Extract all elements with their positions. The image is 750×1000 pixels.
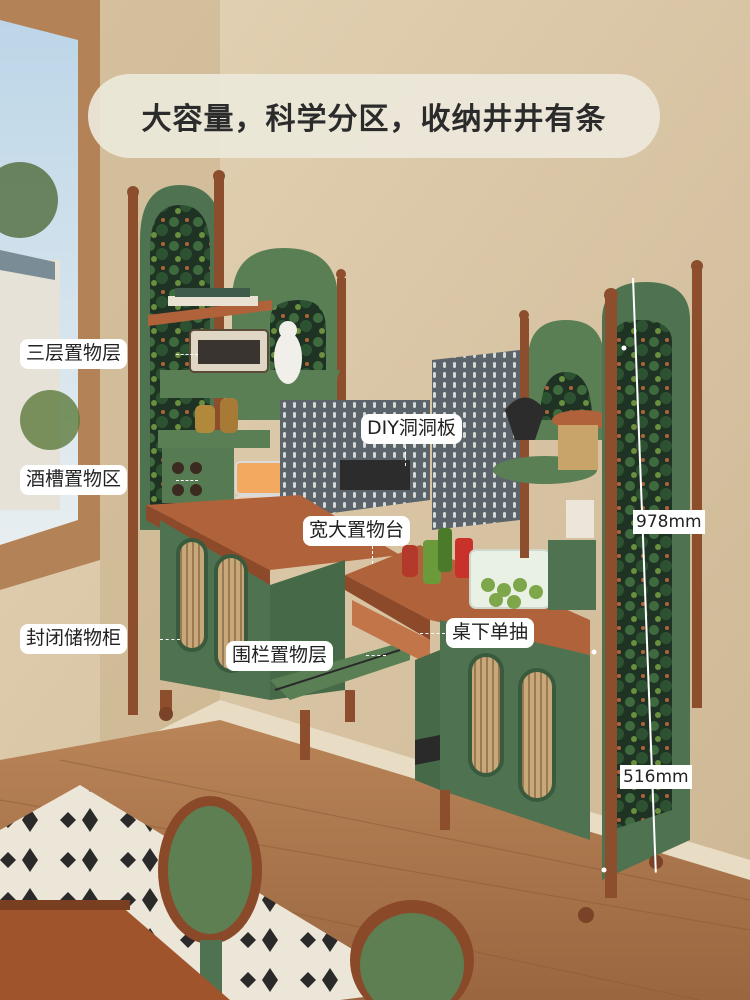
callout-wine-slot-area: 酒槽置物区 [20, 465, 128, 495]
headline-banner: 大容量，科学分区，收纳井井有条 [88, 74, 660, 158]
leader-line [160, 639, 180, 640]
leader-line [176, 354, 198, 355]
callout-diy-pegboard: DIY洞洞板 [361, 414, 462, 444]
callout-enclosed-cabinet: 封闭储物柜 [20, 624, 128, 654]
leader-line [372, 546, 375, 564]
callout-under-desk-drawer: 桌下单抽 [446, 618, 535, 648]
callout-railed-shelf: 围栏置物层 [226, 641, 334, 671]
dimension-total-height: 978mm [633, 510, 705, 534]
callout-three-tier-shelf: 三层置物层 [20, 339, 128, 369]
leader-line [405, 446, 408, 466]
leader-line [176, 480, 198, 481]
dimension-lower-height: 516mm [620, 765, 692, 789]
leader-line [366, 655, 386, 656]
callout-wide-countertop: 宽大置物台 [303, 516, 411, 546]
leader-line [420, 633, 445, 634]
